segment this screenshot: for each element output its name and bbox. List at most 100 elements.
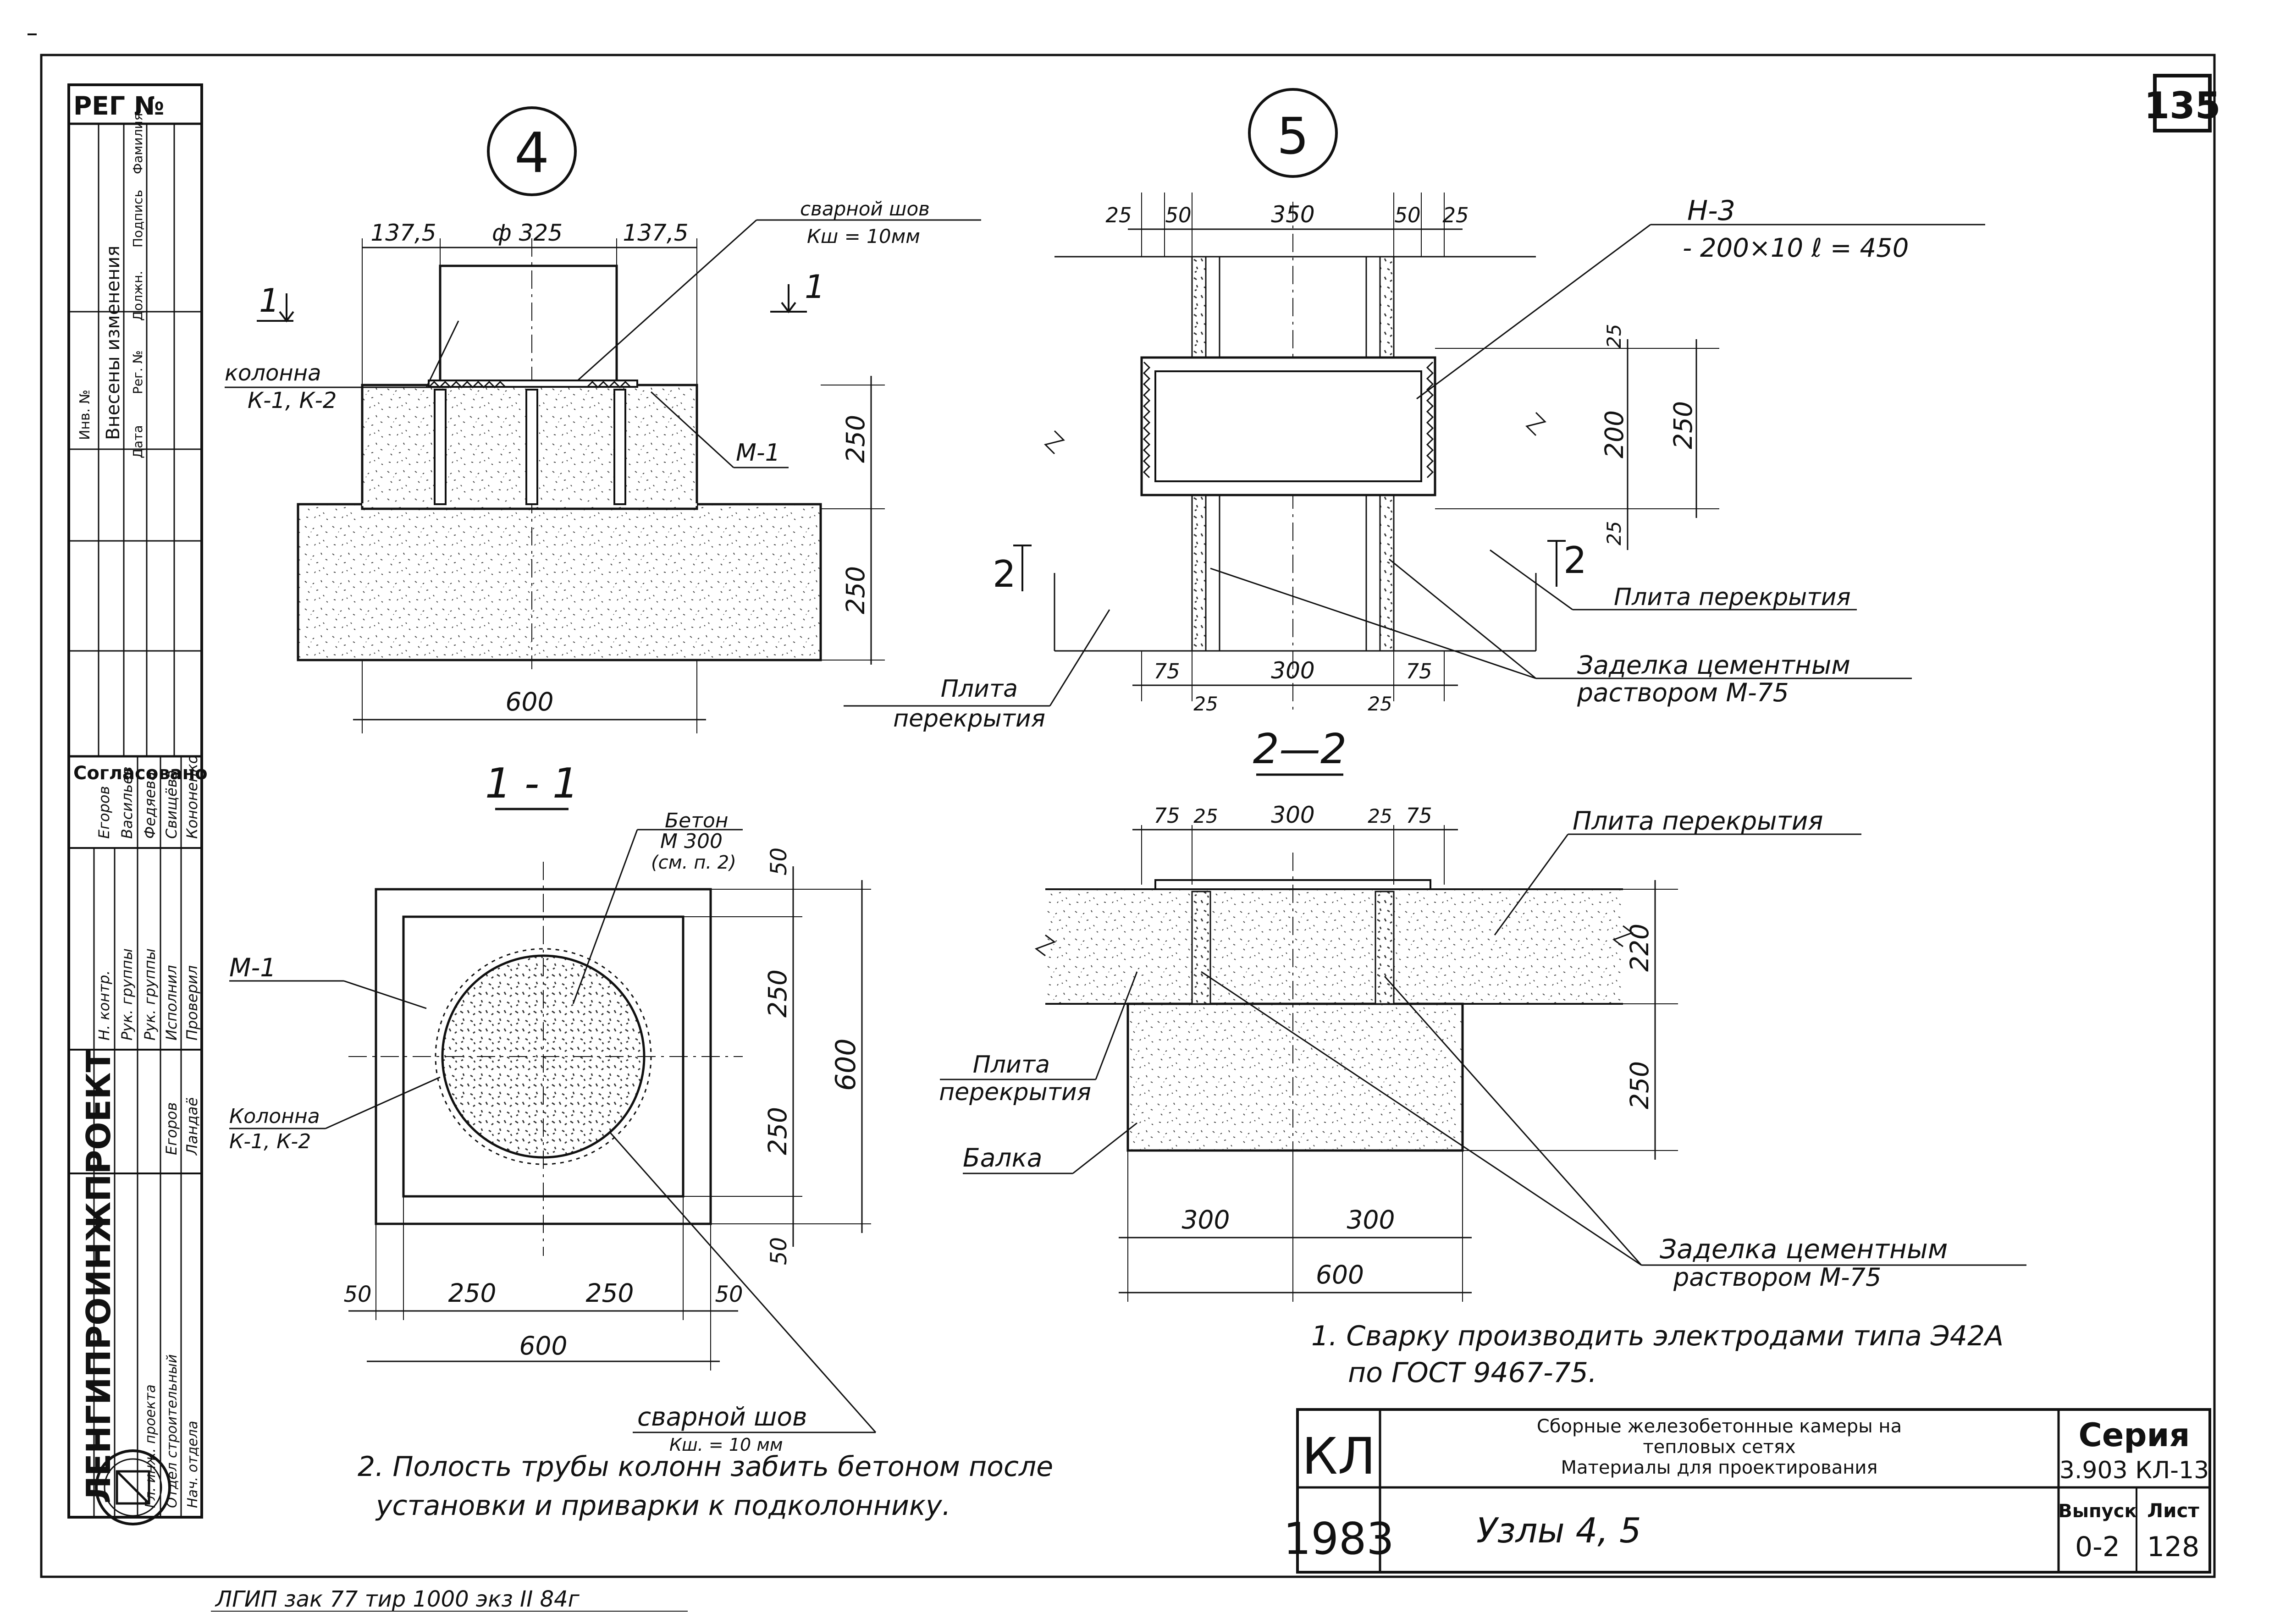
column-date: Дата xyxy=(130,425,145,458)
s11-column-marks: К-1, К-2 xyxy=(229,1130,311,1153)
n4-dim-right: 137,5 xyxy=(623,220,688,246)
n5-section-mark-left: 2 xyxy=(993,553,1016,595)
s11-dim-total-right: 600 xyxy=(830,1038,862,1091)
s11-dim-right-3: 250 xyxy=(763,1107,792,1155)
s11-dim-total-bottom: 600 xyxy=(519,1331,568,1360)
tb-drawing-title: Узлы 4, 5 xyxy=(1476,1510,1641,1551)
reg-label: РЕГ № xyxy=(73,91,164,121)
s22-title: 2—2 xyxy=(1253,725,1347,773)
s11-column-label: Колонна xyxy=(229,1105,320,1128)
s11-dim-bottom-4: 50 xyxy=(715,1282,743,1307)
s22-dim-bottom-1: 300 xyxy=(1182,1205,1230,1234)
tb-issue-value: 0-2 xyxy=(2075,1531,2120,1563)
organization-logo xyxy=(95,1449,171,1525)
s22-dim-right-1: 220 xyxy=(1625,924,1654,972)
s22-slab-left-1: Плита xyxy=(973,1051,1050,1079)
title-block: КЛ 1983 Сборные железобетонные камеры на… xyxy=(1283,1408,2211,1574)
bottom-name-1: Егоров xyxy=(163,1102,180,1155)
bottom-role-1: Гл. инж. проекта xyxy=(143,1384,159,1508)
s22-dim-right-2: 250 xyxy=(1625,1061,1654,1109)
section-2-2: 2—2 75 25 300 25 75 Плита перекрытия 220… xyxy=(939,725,2026,1302)
s11-embed-label: М-1 xyxy=(229,953,276,982)
role-2: Рук. группы xyxy=(118,948,136,1040)
name-1: Егоров xyxy=(95,786,113,839)
tb-year: 1983 xyxy=(1283,1514,1394,1564)
n5-dim-bottom-2: 300 xyxy=(1271,657,1314,684)
n5-dim-top-3: 350 xyxy=(1271,201,1314,228)
bottom-role-2: Отдел строительный xyxy=(164,1354,180,1508)
name-5: Кононенко xyxy=(183,755,201,839)
s22-dim-top-3: 300 xyxy=(1271,802,1314,828)
node-4-number: 4 xyxy=(514,121,549,185)
sheet-number-box: 135 xyxy=(2144,74,2221,132)
tb-description-3: Материалы для проектирования xyxy=(1561,1457,1878,1478)
note-2-line-1: 2. Полость трубы колонн забить бетоном п… xyxy=(358,1451,1053,1483)
tb-sheet-label: Лист xyxy=(2147,1499,2199,1522)
n5-dim-right-3: 25 xyxy=(1603,521,1625,545)
n5-dim-bottom-1: 75 xyxy=(1154,659,1180,683)
role-1: Н. контр. xyxy=(95,970,113,1040)
sheet-number: 135 xyxy=(2144,84,2221,127)
s11-concrete-3: (см. п. 2) xyxy=(651,852,736,873)
n5-slab-left-1: Плита xyxy=(941,675,1018,703)
column-position: Должн. xyxy=(130,271,145,321)
n4-column-marks: К-1, К-2 xyxy=(248,388,337,413)
s11-dim-right-4: 50 xyxy=(766,1237,792,1265)
agreed-label: Согласовано xyxy=(73,763,208,784)
name-2: Васильев xyxy=(118,766,136,839)
tb-issue-label: Выпуск xyxy=(2058,1501,2136,1522)
tb-series-label: Серия xyxy=(2079,1416,2190,1454)
n4-weld-size: Кш = 10мм xyxy=(807,225,920,248)
s11-weld-size: Кш. = 10 мм xyxy=(669,1435,783,1455)
column-reg: Рег. № xyxy=(130,350,145,394)
organization-name: ЛЕНГИПРОИНЖПРОЕКТ xyxy=(79,1050,118,1503)
n4-dim-bottom: 600 xyxy=(506,687,554,716)
n5-dim-bottom2-2: 25 xyxy=(1368,693,1392,715)
node-5-number: 5 xyxy=(1277,107,1309,165)
s11-dim-right-2: 250 xyxy=(763,969,792,1018)
n4-column-label: колонна xyxy=(225,360,321,386)
n5-dim-right-1: 25 xyxy=(1603,324,1625,348)
s11-concrete-1: Бетон xyxy=(665,809,729,832)
s22-dim-top-4: 25 xyxy=(1368,805,1392,827)
n5-dim-bottom2-1: 25 xyxy=(1193,693,1218,715)
n5-grout-1: Заделка цементным xyxy=(1577,650,1850,680)
name-3: Федяева xyxy=(141,771,159,839)
bottom-name-2: Ландаё xyxy=(183,1097,201,1156)
s11-dim-bottom-3: 250 xyxy=(586,1278,634,1308)
s11-dim-right-1: 50 xyxy=(766,848,792,875)
n5-plate-size: - 200×10 ℓ = 450 xyxy=(1683,233,1909,263)
notes: 1. Сварку производить электродами типа Э… xyxy=(358,1320,2004,1522)
n5-dim-right-2: 200 xyxy=(1600,410,1629,458)
name-4: Свищёва xyxy=(163,770,180,839)
s22-beam: Балка xyxy=(963,1143,1043,1173)
s11-title: 1 - 1 xyxy=(485,760,579,808)
n5-dim-right-4: 250 xyxy=(1668,401,1698,449)
tb-sheet-value: 128 xyxy=(2147,1531,2200,1563)
s22-dim-total: 600 xyxy=(1316,1260,1364,1289)
n4-dim-v1: 250 xyxy=(841,415,870,463)
s22-grout-1: Заделка цементным xyxy=(1660,1233,1948,1265)
n4-weld-label: сварной шов xyxy=(800,198,930,220)
note-2-line-2: установки и приварки к подколоннику. xyxy=(375,1490,951,1522)
note-1-line-1: 1. Сварку производить электродами типа Э… xyxy=(1311,1320,2004,1352)
n4-embed-label: М-1 xyxy=(736,439,780,467)
inventory-label: Инв. № xyxy=(77,390,93,440)
tb-description-1: Сборные железобетонные камеры на xyxy=(1537,1416,1902,1437)
s22-dim-top-1: 75 xyxy=(1154,804,1180,828)
sheet-frame xyxy=(28,33,2216,1578)
n5-grout-2: раствором М-75 xyxy=(1577,678,1789,707)
n4-dim-center: ф 325 xyxy=(492,220,563,246)
changes-header: Внесены изменения xyxy=(103,246,124,440)
role-5: Проверил xyxy=(183,965,201,1040)
side-stamp: РЕГ № Внесены изменения Инв. № Дата Рег.… xyxy=(67,83,208,1525)
role-3: Рук. группы xyxy=(141,948,159,1040)
node-5-plan: 5 25 50 350 50 25 Н-3 - 200×10 ℓ = 450 xyxy=(844,88,1985,732)
bottom-role-3: Нач. отдела xyxy=(185,1421,201,1508)
n4-section-mark-right: 1 xyxy=(805,268,825,306)
n5-slab-right: Плита перекрытия xyxy=(1614,584,1851,611)
s11-dim-bottom-1: 50 xyxy=(343,1282,371,1307)
n5-dim-top-2: 50 xyxy=(1165,203,1191,227)
n5-plate-mark: Н-3 xyxy=(1687,195,1735,227)
s11-weld-label: сварной шов xyxy=(637,1402,807,1431)
